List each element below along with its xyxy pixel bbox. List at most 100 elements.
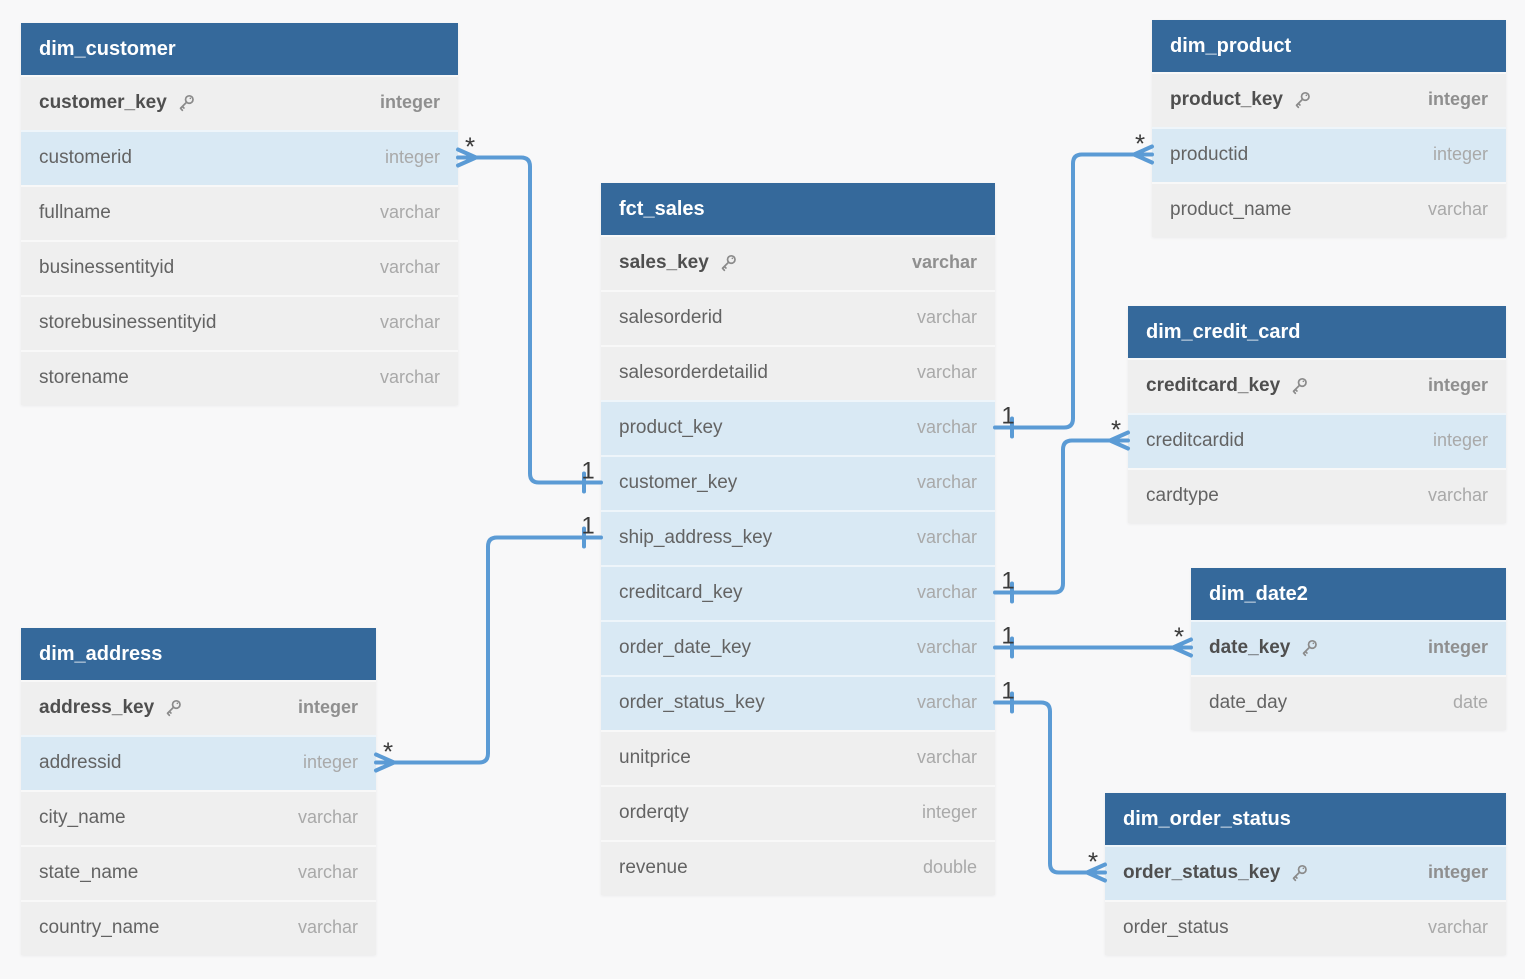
relationship-fct_sales-product[interactable] — [993, 152, 1136, 430]
field-name: unitprice — [619, 746, 691, 768]
field-type: varchar — [916, 582, 977, 602]
field-type: varchar — [297, 862, 358, 882]
primary-key-icon — [1289, 376, 1309, 396]
field-name: creditcard_key — [1146, 374, 1281, 396]
table-header-dim_address[interactable]: dim_address — [21, 628, 376, 680]
field-type: integer — [921, 802, 977, 822]
cardinality-many-label: * — [1135, 129, 1145, 159]
field-name: customerid — [39, 146, 132, 168]
field-type: varchar — [1427, 199, 1488, 219]
table-header-dim_credit_card[interactable]: dim_credit_card — [1128, 306, 1506, 358]
field-row-fct_sales-salesorderdetailid[interactable]: salesorderdetailid varchar — [601, 345, 995, 400]
table-header-dim_product[interactable]: dim_product — [1152, 20, 1506, 72]
relationship-fct_sales-orderstatus[interactable] — [993, 700, 1089, 875]
relationship-marker — [1108, 430, 1130, 451]
cardinality-one-label: 1 — [1001, 568, 1014, 595]
field-row-dim_address-state_name[interactable]: state_name varchar — [21, 845, 376, 900]
table-header-dim_order_status[interactable]: dim_order_status — [1105, 793, 1506, 845]
cardinality-one-label: 1 — [1001, 678, 1014, 705]
cardinality-many-label: * — [465, 132, 475, 162]
field-type: date — [1452, 692, 1488, 712]
field-name: product_name — [1170, 198, 1292, 220]
field-name: order_date_key — [619, 636, 752, 658]
field-row-fct_sales-unitprice[interactable]: unitprice varchar — [601, 730, 995, 785]
field-name: customer_key — [619, 471, 738, 493]
primary-key-icon — [176, 93, 196, 113]
field-type: integer — [384, 147, 440, 167]
relationship-marker — [1132, 144, 1154, 165]
table-header-fct_sales[interactable]: fct_sales — [601, 183, 995, 235]
field-name: product_key — [619, 416, 723, 438]
field-type: integer — [379, 92, 440, 112]
field-row-dim_date2-date_key[interactable]: date_key integer — [1191, 620, 1506, 675]
primary-key-icon — [1299, 638, 1319, 658]
field-row-dim_product-product_name[interactable]: product_name varchar — [1152, 182, 1506, 237]
field-name: salesorderid — [619, 306, 723, 328]
field-type: varchar — [916, 362, 977, 382]
field-type: integer — [1427, 375, 1488, 395]
relationship-fct_sales-address[interactable] — [392, 535, 603, 765]
field-type: integer — [1427, 862, 1488, 882]
field-row-dim_credit_card-creditcard_key[interactable]: creditcard_key integer — [1128, 358, 1506, 413]
relationship-marker — [374, 752, 396, 773]
relationship-marker — [1171, 637, 1193, 658]
cardinality-many-label: * — [1088, 847, 1098, 877]
cardinality-many-label: * — [1111, 415, 1121, 445]
field-type: integer — [1432, 430, 1488, 450]
field-name: salesorderdetailid — [619, 361, 768, 383]
table-header-dim_customer[interactable]: dim_customer — [21, 23, 458, 75]
field-name: date_key — [1209, 636, 1291, 658]
field-name: order_status — [1123, 916, 1229, 938]
field-type: varchar — [297, 917, 358, 937]
field-type: varchar — [916, 747, 977, 767]
field-type: integer — [1427, 637, 1488, 657]
relationship-fct_sales-creditcard[interactable] — [993, 438, 1112, 595]
field-name: order_status_key — [619, 691, 765, 713]
field-name: addressid — [39, 751, 122, 773]
field-name: productid — [1170, 143, 1249, 165]
relationship-marker — [1085, 862, 1107, 883]
field-name: address_key — [39, 696, 155, 718]
relationship-fct_sales-customer[interactable] — [474, 155, 603, 485]
field-row-dim_customer-customerid[interactable]: customerid integer — [21, 130, 458, 185]
primary-key-icon — [718, 253, 738, 273]
field-name: state_name — [39, 861, 139, 883]
field-type: integer — [1427, 89, 1488, 109]
cardinality-one-label: 1 — [1001, 623, 1014, 650]
table-header-dim_date2[interactable]: dim_date2 — [1191, 568, 1506, 620]
